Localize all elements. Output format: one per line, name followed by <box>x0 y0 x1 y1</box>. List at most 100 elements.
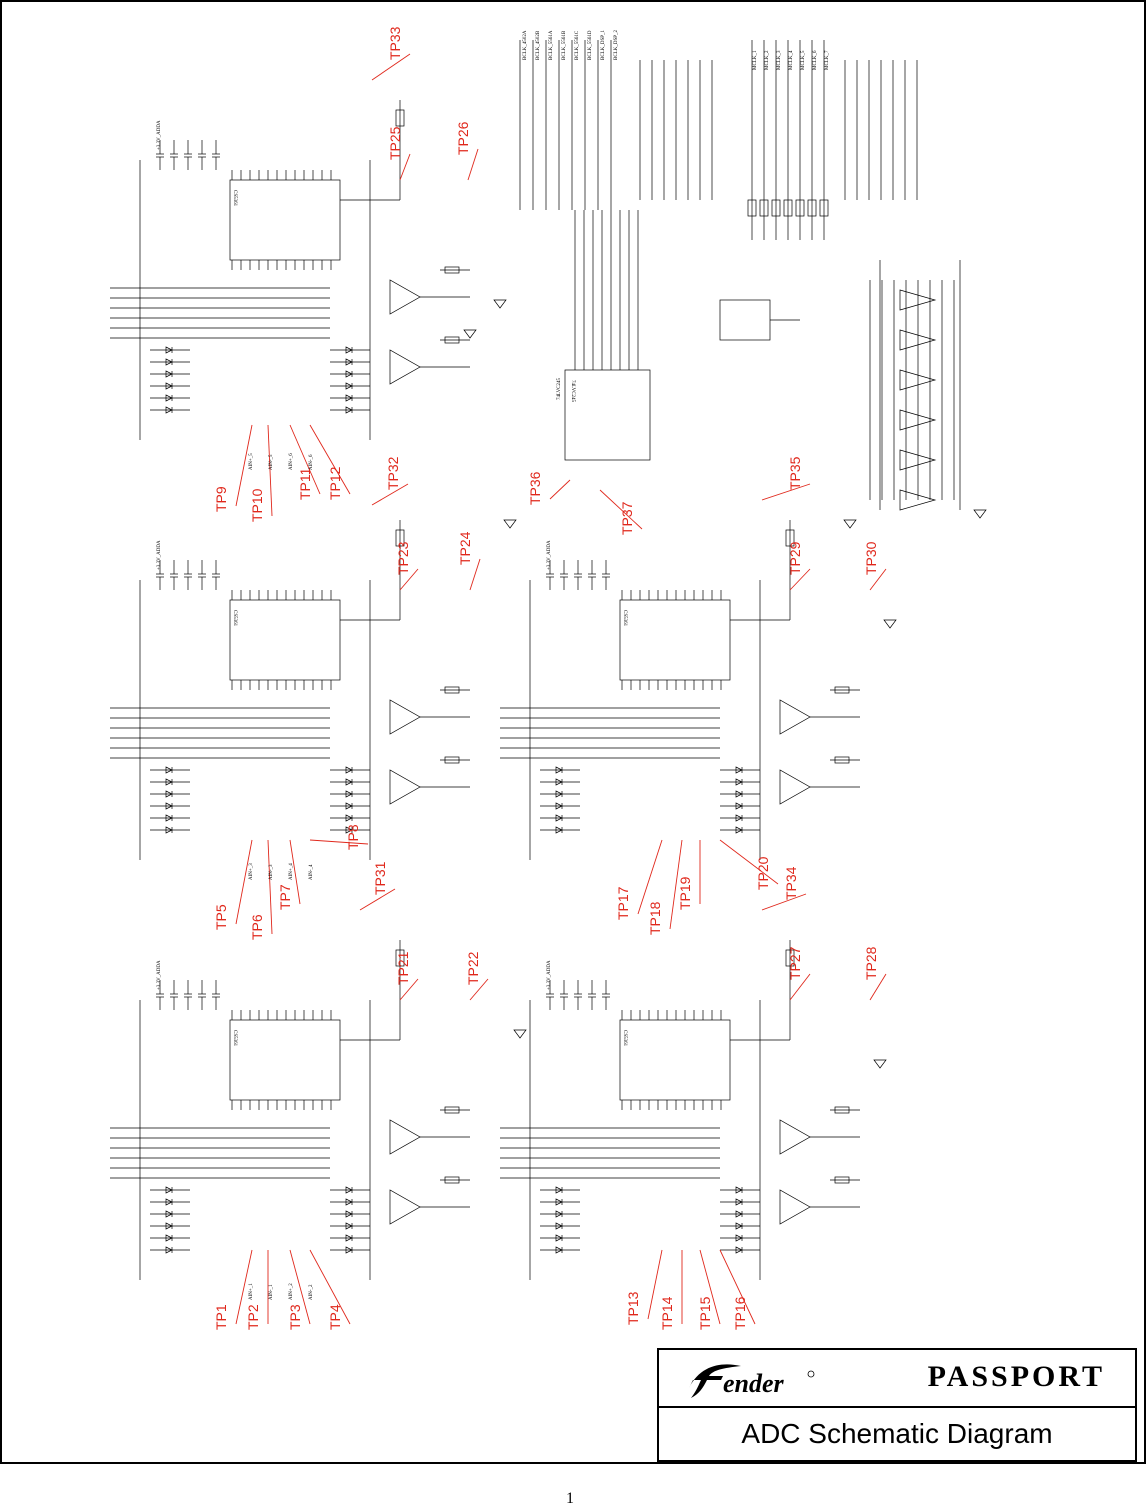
diode <box>345 802 353 810</box>
diode <box>555 802 563 810</box>
test-point-leader <box>637 839 663 915</box>
ain-label: AIN-_2 <box>309 1284 314 1300</box>
mclk-label: MCLK_6 <box>813 50 818 70</box>
product-name: PASSPORT <box>927 1360 1105 1393</box>
test-point-leader <box>235 1249 253 1325</box>
mclk-label: MCLK_5 <box>801 50 806 70</box>
title-divider <box>659 1406 1135 1408</box>
diode <box>555 1222 563 1230</box>
ground-symbol <box>873 1059 887 1069</box>
test-point-leader <box>699 1249 721 1325</box>
test-point-label: TP6 <box>249 914 265 940</box>
chip-label: CS5361 <box>232 610 237 627</box>
test-point-label: TP2 <box>245 1304 261 1330</box>
diode <box>555 1234 563 1242</box>
diode <box>345 1198 353 1206</box>
ain-label: AIN-_6 <box>309 454 314 470</box>
ain-label: AIN-_1 <box>269 1284 274 1300</box>
ain-label: AIN+_2 <box>289 1283 294 1300</box>
test-point-leader <box>289 839 301 905</box>
ain-label: AIN-_4 <box>309 864 314 880</box>
diode <box>735 1234 743 1242</box>
test-point-leader <box>309 839 369 845</box>
test-point-label: TP8 <box>345 824 361 850</box>
test-point-leader <box>289 424 321 495</box>
mclk-label: MCLK_4 <box>789 50 794 70</box>
diode <box>165 346 173 354</box>
opamp <box>389 349 421 385</box>
bclk-label: BCLK_4502A <box>523 30 528 60</box>
circuit-drawing <box>110 40 987 1280</box>
test-point-leader <box>719 1249 756 1325</box>
test-point-leader <box>869 973 887 1001</box>
test-point-leader <box>467 148 479 181</box>
diode <box>165 1198 173 1206</box>
opamp <box>899 289 937 311</box>
resistor <box>834 756 850 764</box>
test-point-label: TP25 <box>387 126 403 160</box>
diode <box>165 370 173 378</box>
opamp <box>899 409 937 431</box>
resistor <box>834 1176 850 1184</box>
test-point-label: TP7 <box>277 884 293 910</box>
test-point-leader <box>469 978 489 1001</box>
test-point-label: TP31 <box>372 861 388 895</box>
test-point-label: TP28 <box>863 946 879 980</box>
chip-label: CS5361 <box>232 1030 237 1047</box>
chip-label: CS5361 <box>622 610 627 627</box>
diode <box>345 382 353 390</box>
mclk-label: MCLK_3 <box>777 50 782 70</box>
test-point-label: TP22 <box>465 951 481 985</box>
adc-chip <box>229 1019 341 1101</box>
resistor <box>444 756 460 764</box>
chip-label: CS5361 <box>232 190 237 207</box>
diode <box>345 346 353 354</box>
chip-label: 74LVC245 <box>570 380 575 403</box>
test-point-label: TP37 <box>619 501 635 535</box>
test-point-label: TP30 <box>863 541 879 575</box>
resistor <box>444 336 460 344</box>
diode <box>345 1234 353 1242</box>
mclk-label: MCLK_1 <box>753 50 758 70</box>
test-point-label: TP10 <box>249 488 265 522</box>
diode <box>165 406 173 414</box>
diode <box>735 1222 743 1230</box>
power-label: +3.3V_ADDA <box>157 960 162 990</box>
diode <box>165 790 173 798</box>
diode <box>165 1234 173 1242</box>
diode <box>165 394 173 402</box>
test-point-leader <box>267 839 273 935</box>
test-point-label: TP36 <box>527 471 543 505</box>
bclk-label: BCLK_DSP_1 <box>601 29 606 60</box>
resistor <box>395 109 405 127</box>
diode <box>345 778 353 786</box>
bclk-label: BCLK_5561D <box>588 30 593 60</box>
ain-label: AIN+_5 <box>249 453 254 470</box>
test-point-label: TP18 <box>647 901 663 935</box>
opamp <box>899 329 937 351</box>
diode <box>735 778 743 786</box>
test-point-label: TP24 <box>457 531 473 565</box>
diode <box>735 1198 743 1206</box>
test-point-label: TP13 <box>625 1291 641 1325</box>
test-point-leader <box>235 839 253 925</box>
power-label: +3.3V_ADDA <box>157 540 162 570</box>
test-point-leader <box>789 973 811 1001</box>
resistor <box>395 949 405 967</box>
svg-text:ender: ender <box>723 1369 785 1398</box>
test-point-leader <box>549 479 571 500</box>
diode <box>165 766 173 774</box>
net-labels: CS5361CS5361CS5361CS5361CS536174LVC245+3… <box>157 29 830 1300</box>
chip-label: CS5361 <box>622 1030 627 1047</box>
test-point-label: TP14 <box>659 1296 675 1330</box>
test-point-label: TP27 <box>787 946 803 980</box>
opamp <box>389 1189 421 1225</box>
diode <box>735 1210 743 1218</box>
test-point-leader <box>267 424 273 517</box>
diode <box>165 778 173 786</box>
ain-label: AIN-_5 <box>269 454 274 470</box>
diode <box>555 790 563 798</box>
power-label: +3.3V_ADDA <box>157 120 162 150</box>
diode <box>735 1246 743 1254</box>
